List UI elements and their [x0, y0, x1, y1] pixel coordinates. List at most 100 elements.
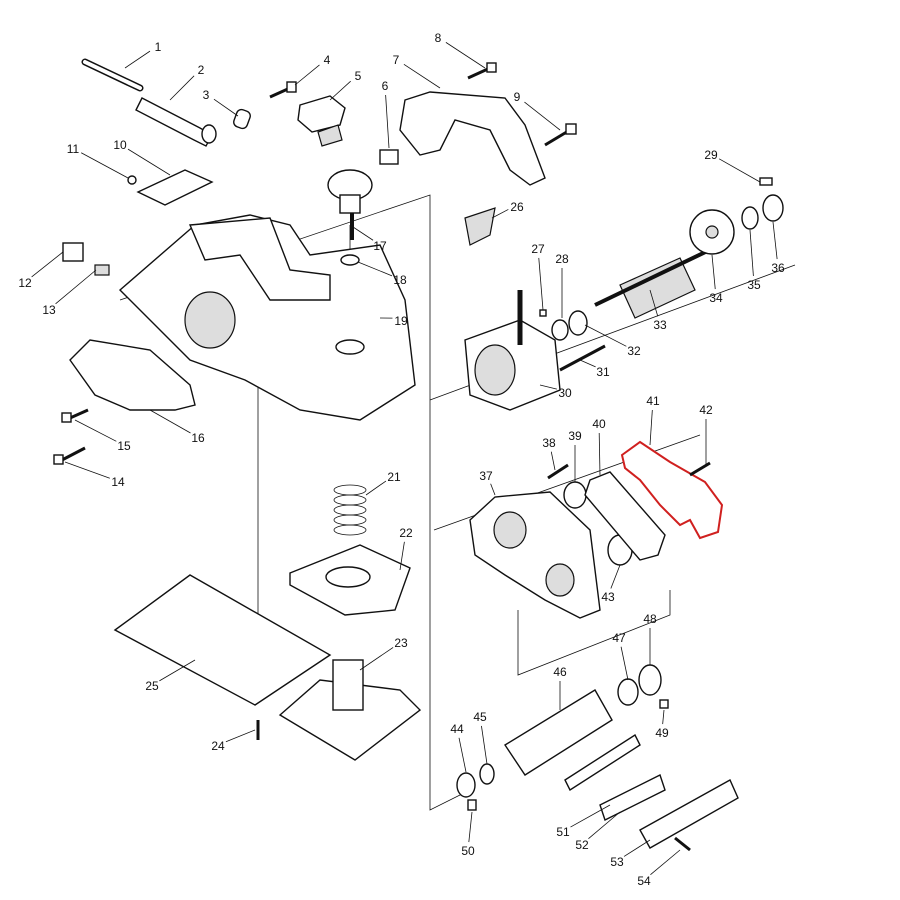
part-15-screw: [61, 408, 89, 423]
part-number-28: 28: [555, 252, 569, 266]
leader-line-10: [127, 148, 171, 176]
part-25-front-base: [113, 574, 332, 706]
part-number-33: 33: [653, 318, 667, 332]
part-number-13: 13: [42, 303, 56, 317]
leader-line-2: [169, 75, 195, 101]
part-39-pulley: [563, 481, 587, 509]
part-48-bearing: [638, 664, 662, 696]
part-17-knob: [327, 169, 373, 240]
leader-line-1: [124, 50, 151, 69]
part-number-2: 2: [198, 63, 205, 77]
part-blade: [564, 733, 641, 792]
leader-lines: [31, 42, 778, 876]
leader-line-36: [772, 221, 778, 260]
part-2-cord-guard: [135, 97, 217, 147]
leader-line-22: [399, 541, 405, 571]
leader-line-5: [329, 80, 351, 101]
part-number-32: 32: [627, 344, 641, 358]
part-number-29: 29: [704, 148, 718, 162]
leader-line-6: [385, 94, 390, 149]
part-number-1: 1: [155, 40, 162, 54]
part-number-39: 39: [568, 429, 582, 443]
leader-line-49: [662, 709, 665, 725]
part-number-12: 12: [18, 276, 32, 290]
part-number-17: 17: [373, 239, 387, 253]
part-4-screw: [269, 81, 297, 99]
part-14-screw: [53, 446, 86, 465]
part-number-41: 41: [646, 394, 660, 408]
part-26-baffle: [464, 207, 496, 246]
part-number-5: 5: [355, 69, 362, 83]
leader-line-40: [598, 432, 601, 476]
leader-line-11: [81, 152, 129, 179]
part-number-25: 25: [145, 679, 159, 693]
part-number-53: 53: [610, 855, 624, 869]
plate-hole: [325, 566, 371, 588]
part-number-14: 14: [111, 475, 125, 489]
part-number-3: 3: [203, 88, 210, 102]
housing-handle: [188, 217, 331, 301]
part-6-noise-suppressor: [379, 149, 399, 165]
part-36-bearing: [762, 194, 784, 222]
part-45-ring: [479, 763, 495, 785]
part-number-50: 50: [461, 844, 475, 858]
part-8-screw: [467, 62, 497, 80]
leader-line-8: [445, 42, 486, 69]
leader-line-17: [349, 224, 374, 241]
part-number-36: 36: [771, 261, 785, 275]
part-number-47: 47: [612, 631, 626, 645]
part-number-31: 31: [596, 365, 610, 379]
part-number-10: 10: [113, 138, 127, 152]
leader-line-35: [749, 229, 754, 277]
leader-line-31: [579, 359, 596, 368]
part-50-key: [467, 799, 477, 811]
part-number-52: 52: [575, 838, 589, 852]
part-30-field: [464, 290, 561, 411]
leader-line-13: [55, 269, 97, 305]
housing-bore-1: [493, 511, 527, 549]
part-number-22: 22: [399, 526, 413, 540]
part-18-washer: [340, 254, 360, 266]
part-32-bearing: [568, 310, 588, 336]
leader-line-45: [481, 725, 488, 765]
part-number-40: 40: [592, 417, 606, 431]
leader-line-7: [403, 63, 441, 89]
part-number-4: 4: [324, 53, 331, 67]
leader-line-32: [584, 324, 627, 347]
part-number-43: 43: [601, 590, 615, 604]
part-number-9: 9: [514, 90, 521, 104]
part-1-cord: [81, 58, 144, 92]
part-9-screw: [544, 123, 577, 147]
part-number-44: 44: [450, 722, 464, 736]
part-number-42: 42: [699, 403, 713, 417]
part-number-48: 48: [643, 612, 657, 626]
leader-line-4: [294, 64, 320, 86]
part-44-bearing: [456, 772, 476, 798]
leader-line-41: [649, 409, 653, 446]
housing-vent: [184, 291, 236, 349]
leader-line-27: [538, 257, 544, 311]
part-19-housing: [118, 214, 416, 421]
part-number-49: 49: [655, 726, 669, 740]
part-28-ring: [551, 319, 569, 341]
leader-line-23: [359, 647, 394, 671]
leader-line-47: [620, 646, 629, 681]
part-number-11: 11: [67, 142, 80, 156]
part-5-switch: [297, 95, 346, 147]
leader-line-21: [365, 480, 387, 496]
leader-line-33: [649, 289, 659, 317]
part-31-screw: [559, 344, 606, 372]
leader-line-51: [570, 804, 611, 828]
leader-line-44: [458, 737, 467, 773]
part-number-35: 35: [747, 278, 761, 292]
leader-line-43: [610, 564, 621, 589]
leader-line-37: [490, 483, 496, 496]
part-number-34: 34: [709, 291, 723, 305]
part-number-7: 7: [393, 53, 400, 67]
leader-line-15: [74, 419, 117, 442]
part-40-drive-belt: [584, 471, 666, 561]
part-number-27: 27: [531, 242, 545, 256]
part-number-23: 23: [394, 636, 408, 650]
